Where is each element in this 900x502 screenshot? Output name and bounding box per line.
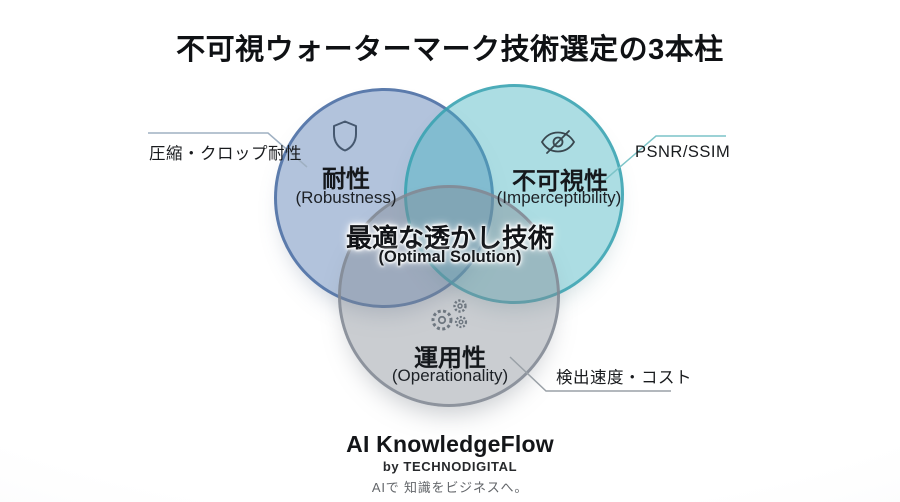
annotation-right: PSNR/SSIM (635, 143, 731, 161)
annotation-bottom: 検出速度・コスト (556, 369, 692, 387)
gears-icon (426, 297, 474, 342)
annotation-left: 圧縮・クロップ耐性 (149, 145, 302, 163)
imperceptibility-label-jp: 不可視性 (512, 168, 608, 195)
center-label-en: (Optimal Solution) (378, 248, 522, 266)
robustness-label-en: (Robustness) (295, 188, 397, 207)
eye-off-icon (539, 126, 577, 163)
robustness-label-jp: 耐性 (322, 166, 370, 193)
footer-byline: by TECHNODIGITAL (382, 459, 518, 474)
operationality-label-jp: 運用性 (414, 345, 486, 372)
imperceptibility-label-en: (Imperceptibility) (496, 188, 622, 207)
operationality-label-en: (Operationality) (391, 366, 509, 385)
shield-icon (330, 119, 360, 158)
footer-tagline: AIで 知識をビジネスへ。 (371, 480, 529, 495)
footer-brand: AI KnowledgeFlow (346, 431, 554, 457)
center-label-jp: 最適な透かし技術 (345, 223, 555, 253)
page-title: 不可視ウォーターマーク技術選定の3本柱 (176, 34, 724, 66)
